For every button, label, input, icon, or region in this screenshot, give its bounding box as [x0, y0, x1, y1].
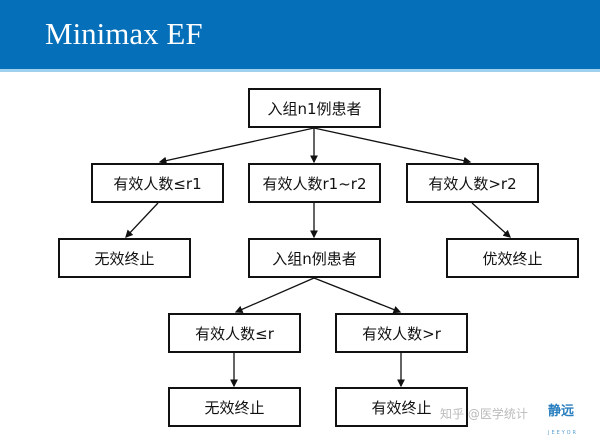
node-eff-gt-r2: 有效人数>r2 [406, 163, 539, 203]
node-stop-effective: 有效终止 [335, 387, 468, 427]
slide-title: Minimax EF [45, 16, 203, 51]
arrow-n1-to-le-r1 [158, 127, 315, 165]
arrow-n1-to-gt-r2 [313, 127, 472, 165]
node-eff-r1-r2: 有效人数r1~r2 [248, 163, 381, 203]
logo-subtext: JEEYOR [548, 430, 578, 436]
node-eff-le-r1: 有效人数≤r1 [91, 163, 224, 203]
node-enroll-n: 入组n例患者 [248, 238, 381, 278]
arrow-gt-r2-to-stop [471, 202, 511, 238]
arrow-n-to-gt-r [313, 277, 402, 314]
node-eff-le-r: 有效人数≤r [168, 313, 301, 353]
header-divider [0, 69, 600, 72]
arrow-n-to-le-r [234, 277, 315, 313]
node-enroll-n1: 入组n1例患者 [248, 88, 381, 128]
logo: 静远 [548, 404, 575, 419]
slide-header [0, 0, 600, 69]
node-eff-gt-r: 有效人数>r [335, 313, 468, 353]
node-stop-ineffective-1: 无效终止 [58, 238, 191, 278]
watermark: 知乎 @医学统计 [440, 407, 528, 421]
node-stop-superior: 优效终止 [446, 238, 579, 278]
arrow-le-r1-to-stop [125, 202, 159, 238]
node-stop-ineffective-2: 无效终止 [168, 387, 301, 427]
